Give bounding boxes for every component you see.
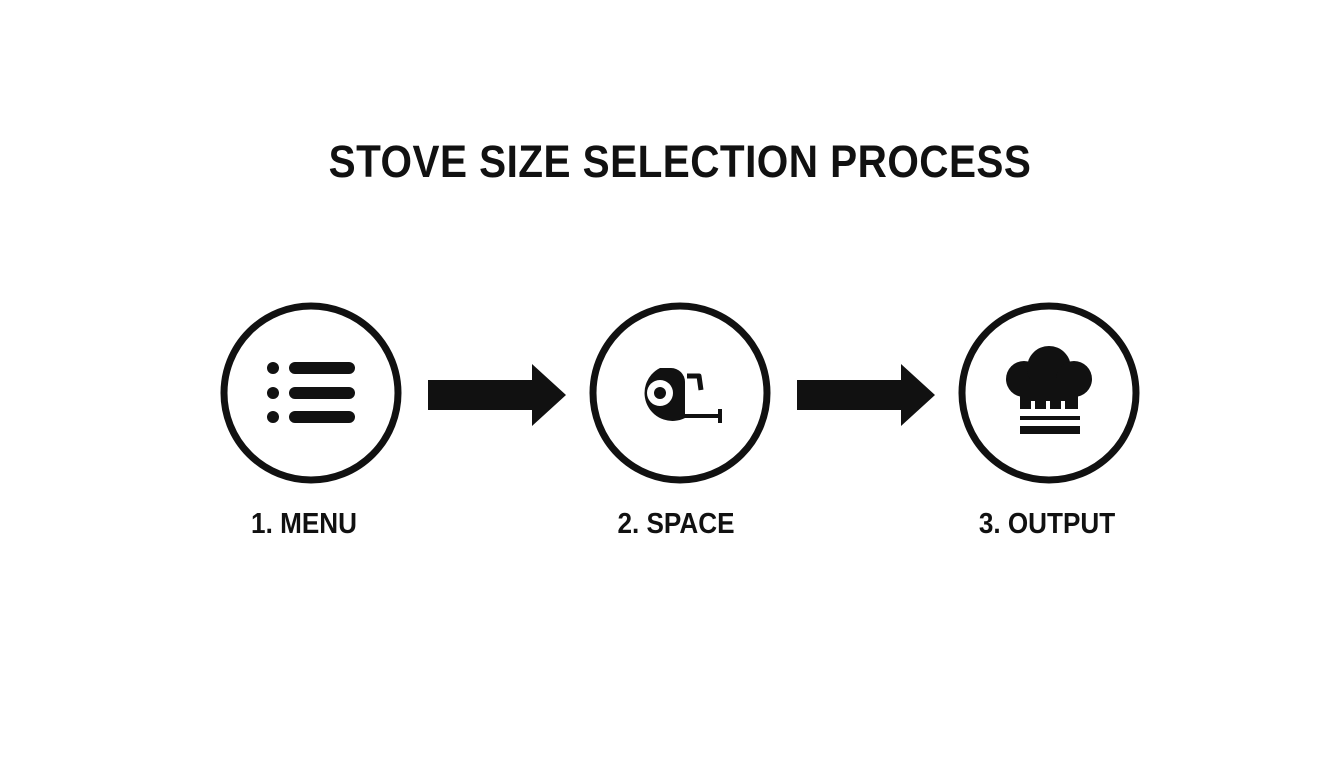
chef-hat-icon [958,302,1140,484]
page-title: STOVE SIZE SELECTION PROCESS [328,136,1032,187]
arrow-right-icon [428,364,566,426]
step-menu [218,300,404,486]
step-label-menu: 1. MENU [251,508,357,540]
menu-list-icon [220,302,402,484]
arrow-right-icon [797,364,935,426]
step-output [956,300,1142,486]
step-label-space: 2. SPACE [617,508,735,540]
tape-measure-icon [589,302,771,484]
step-label-output: 3. OUTPUT [978,508,1116,540]
step-space [587,300,773,486]
